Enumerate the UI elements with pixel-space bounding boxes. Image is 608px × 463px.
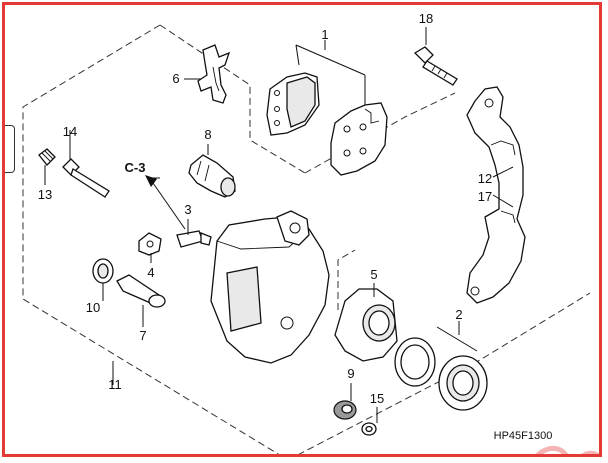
callout-5: 5 [370, 267, 377, 282]
callout-13: 13 [38, 187, 52, 202]
callout-4: 4 [147, 265, 154, 280]
brake-pad-lower-part [330, 102, 388, 176]
reference-c3: C-3 [125, 160, 186, 230]
reference-label: C-3 [125, 160, 146, 175]
callout-8: 8 [204, 127, 211, 142]
boot-part [188, 154, 236, 198]
diagram-frame: 1 2 3 4 5 6 7 8 9 10 11 12 13 14 15 17 1… [2, 2, 602, 457]
piston-boundary [337, 249, 356, 310]
piston-seal-part [394, 337, 436, 387]
callout-2: 2 [455, 307, 462, 322]
pin-bolt-part [62, 158, 110, 198]
pin-boot-part [38, 148, 56, 166]
parts-diagram: 1 2 3 4 5 6 7 8 9 10 11 12 13 14 15 17 1… [22, 11, 599, 454]
callout-7: 7 [139, 328, 146, 343]
dust-seal-part [438, 355, 488, 411]
side-tab[interactable] [5, 125, 15, 173]
caliper-body-part [210, 210, 330, 364]
piston-part [334, 288, 398, 362]
callout-15: 15 [370, 391, 384, 406]
callout-18: 18 [419, 11, 433, 26]
callout-10: 10 [86, 300, 100, 315]
slide-pin-part [116, 274, 166, 308]
leader-lines [44, 27, 514, 423]
bolt-part [413, 46, 458, 86]
callout-17: 17 [478, 189, 492, 204]
arrow-up-icon [145, 175, 157, 187]
figure-code: HP45F1300 [494, 430, 553, 442]
callout-1: 1 [321, 27, 328, 42]
bleeder-valve-part [176, 230, 212, 248]
watermark-mark [535, 445, 599, 454]
callout-12: 12 [478, 171, 492, 186]
slide-boot-part [92, 258, 114, 284]
pad-spring-part [197, 44, 231, 104]
bleeder-cap-part [138, 232, 162, 256]
assembly-boundary-11 [22, 24, 280, 454]
caliper-bracket-part [466, 86, 526, 304]
callout-14: 14 [63, 124, 77, 139]
cap-part [333, 400, 357, 420]
callout-9: 9 [347, 366, 354, 381]
callout-3: 3 [184, 202, 191, 217]
pad-set-boundary-1 [159, 24, 306, 174]
washer-part [361, 422, 377, 436]
callout-6: 6 [172, 71, 179, 86]
callout-labels: 1 2 3 4 5 6 7 8 9 10 11 12 13 14 15 17 1… [38, 11, 492, 406]
brake-pad-upper-part [266, 72, 320, 136]
callout-11: 11 [108, 377, 122, 392]
